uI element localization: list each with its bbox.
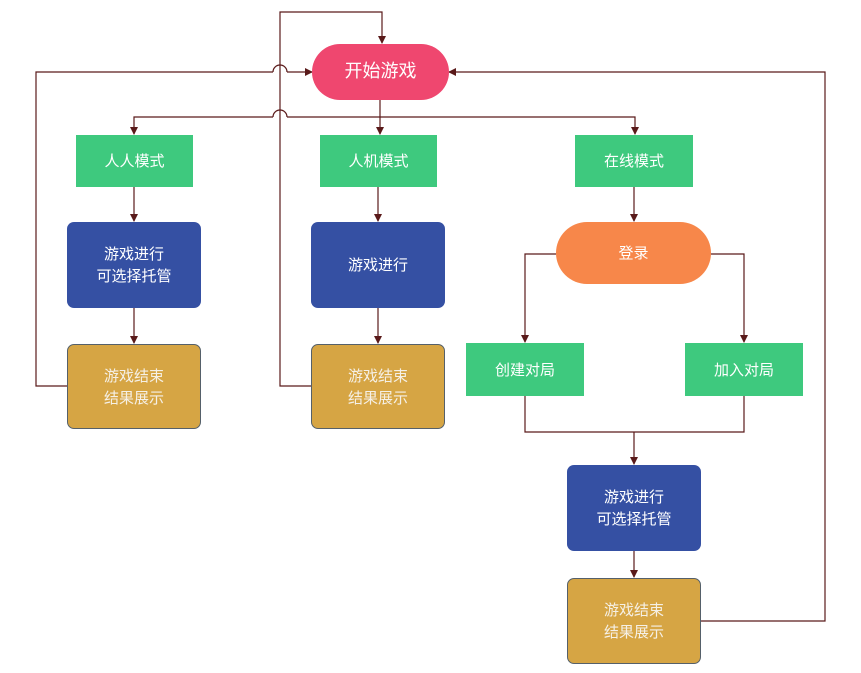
edge-merge — [524, 396, 745, 433]
pve-mode-node: 人机模式 — [320, 135, 437, 187]
loop-online-return — [448, 68, 826, 622]
online-game-play-node: 游戏进行 可选择托管 — [567, 465, 701, 551]
join-room-node: 加入对局 — [685, 343, 803, 396]
pvp-mode-node: 人人模式 — [76, 135, 193, 187]
edge-login-create — [521, 253, 556, 343]
loop-pve-return — [279, 11, 386, 387]
online-mode-node: 在线模式 — [575, 135, 693, 187]
create-room-node: 创建对局 — [466, 343, 584, 396]
online-game-end-node: 游戏结束 结果展示 — [567, 578, 701, 664]
loop-pvp-return — [35, 71, 273, 387]
login-node: 登录 — [556, 222, 711, 284]
pve-game-end-node: 游戏结束 结果展示 — [311, 344, 445, 429]
pvp-game-play-node: 游戏进行 可选择托管 — [67, 222, 201, 308]
edge-to-pvp — [130, 116, 273, 135]
edge-to-online — [380, 116, 639, 135]
edge-start-to-modes — [287, 100, 381, 118]
edge-login-join — [711, 253, 748, 343]
start-game-node: 开始游戏 — [312, 44, 449, 100]
pve-game-play-node: 游戏进行 — [311, 222, 445, 308]
pvp-game-end-node: 游戏结束 结果展示 — [67, 344, 201, 429]
